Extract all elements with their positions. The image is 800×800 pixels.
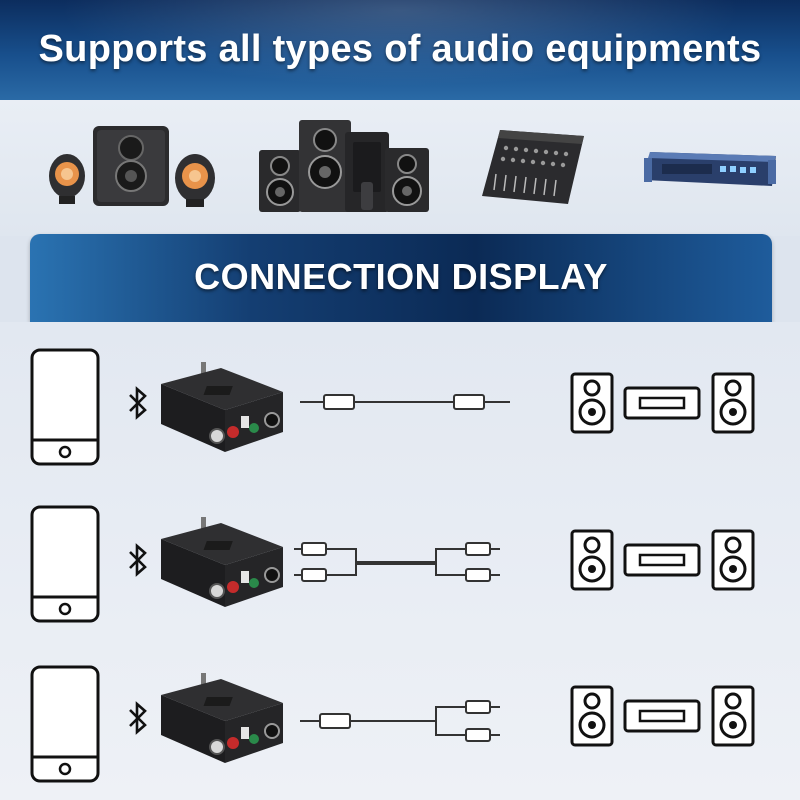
3.5mm-to-3.5mm-cable-icon	[300, 394, 510, 410]
home-theater-speakers-icon	[259, 120, 429, 212]
equipment-band	[0, 100, 800, 236]
section-banner: CONNECTION DISPLAY	[30, 234, 772, 322]
bluetooth-receiver-icon	[161, 362, 283, 452]
speaker-system-icon	[570, 685, 755, 747]
rca-to-rca-cable-icon	[294, 542, 500, 582]
banner-glow	[0, 0, 800, 100]
smartphone-icon	[30, 348, 100, 466]
speaker-system-icon	[570, 372, 755, 434]
connection-row	[0, 663, 800, 793]
headline: Supports all types of audio equipments	[38, 28, 762, 70]
audio-mixer-icon	[482, 130, 584, 204]
bluetooth-icon	[129, 543, 147, 577]
connection-row	[0, 344, 800, 474]
bluetooth-receiver-icon	[161, 517, 283, 607]
smartphone-icon	[30, 665, 100, 783]
smartphone-icon	[30, 505, 100, 623]
computer-speakers-icon	[49, 126, 215, 207]
bluetooth-icon	[129, 701, 147, 735]
top-banner: Supports all types of audio equipments	[0, 0, 800, 100]
connection-row	[0, 503, 800, 633]
power-amplifier-icon	[644, 152, 776, 186]
bluetooth-receiver-icon	[161, 673, 283, 763]
section-title: CONNECTION DISPLAY	[194, 256, 608, 297]
3.5mm-to-rca-cable-icon	[300, 700, 500, 742]
speaker-system-icon	[570, 529, 755, 591]
bluetooth-icon	[129, 386, 147, 420]
